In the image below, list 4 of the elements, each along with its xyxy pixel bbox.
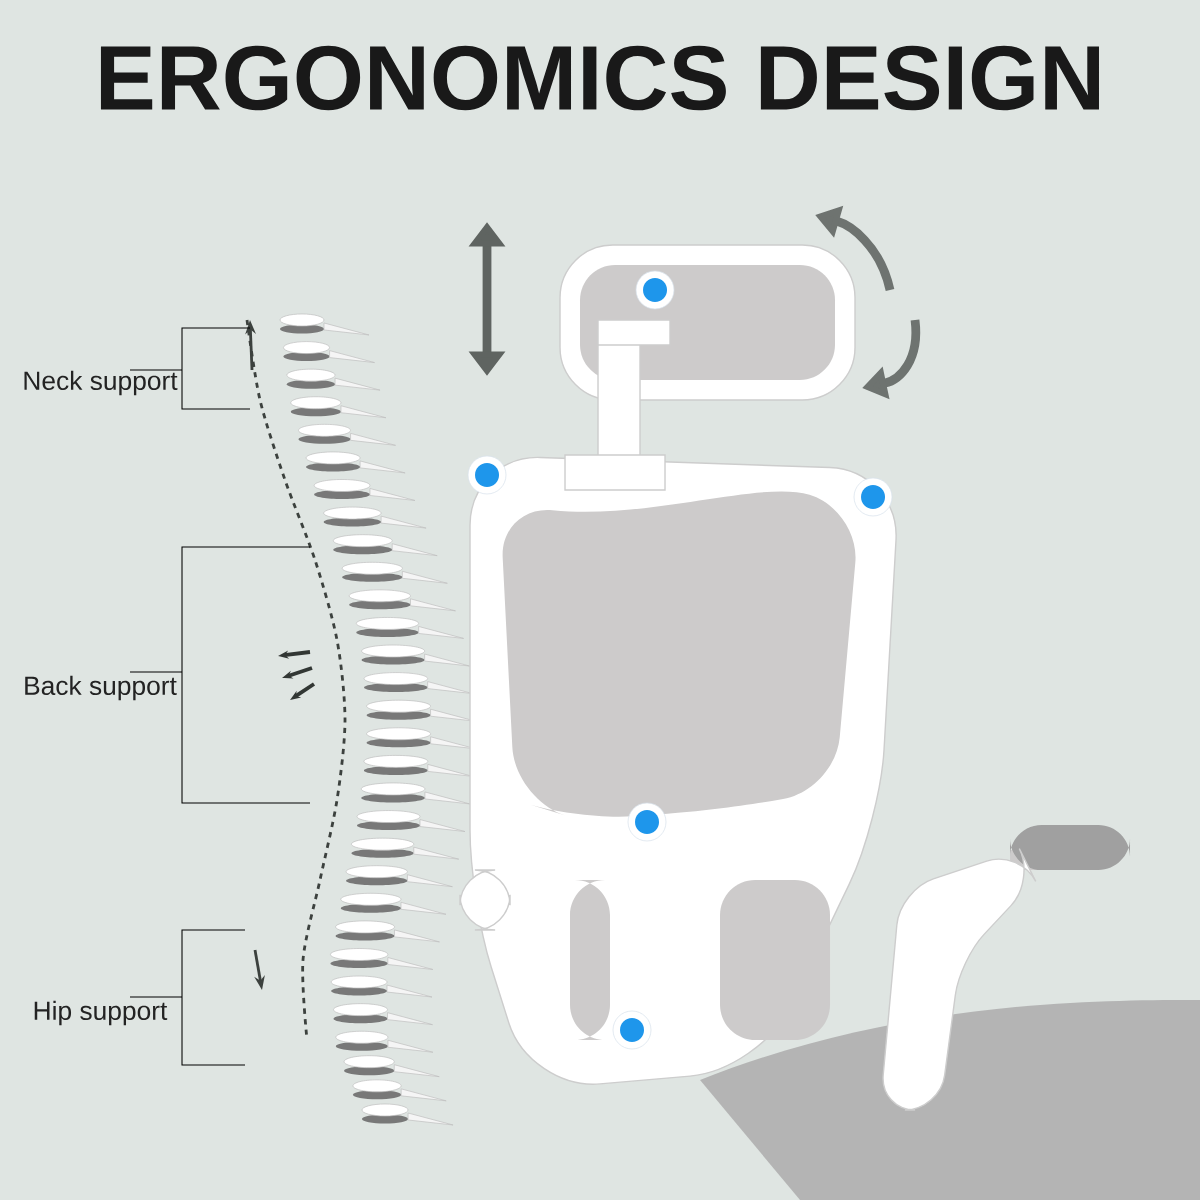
label: Hip support bbox=[34, 1000, 168, 1026]
label: Back support bbox=[25, 675, 177, 701]
label: Neck support bbox=[24, 370, 178, 396]
title: ERGONOMICS DESIGN bbox=[100, 45, 1099, 111]
